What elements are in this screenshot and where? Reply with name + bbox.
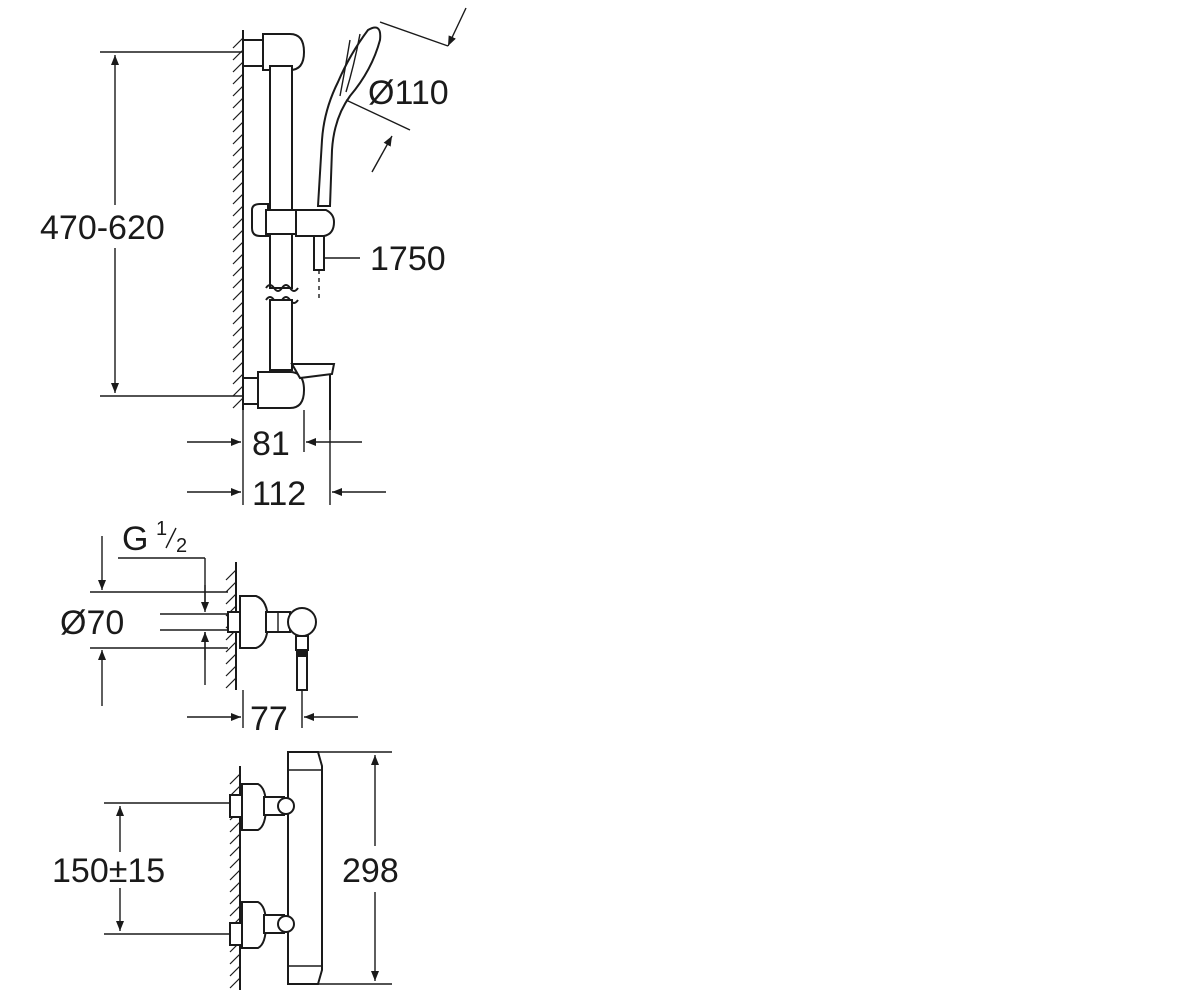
- lower-rail-bracket: [242, 363, 336, 430]
- wall-hatch-line: [229, 977, 241, 989]
- wall-hatch-line: [225, 653, 237, 665]
- wall-hatch-line: [229, 893, 241, 905]
- wall-hatch-line: [232, 133, 244, 145]
- hose-length-label: 1750: [370, 240, 446, 278]
- wall-hatch-line: [225, 581, 237, 593]
- wall-hatch-line: [232, 97, 244, 109]
- depth-81-dimension: 81: [187, 410, 362, 505]
- wall-hatch-line: [229, 869, 241, 881]
- mixer-side-body: [227, 595, 317, 691]
- wall-hatch-line: [229, 821, 241, 833]
- hand-shower: [316, 26, 382, 207]
- mixer-depth-label: 77: [250, 700, 288, 738]
- mixer-depth-dimension: 77: [187, 690, 358, 738]
- thread-label-num: 1: [156, 518, 167, 540]
- wall-hatch-line: [229, 965, 241, 977]
- wall-hatch-line: [229, 857, 241, 869]
- wall-hatch-line: [232, 73, 244, 85]
- hose-length-dimension: 1750: [324, 240, 446, 278]
- wall-hatch-line: [225, 641, 237, 653]
- wall-hatch-line: [232, 373, 244, 385]
- wall-hatch-line: [232, 385, 244, 397]
- wall-hatch-line: [225, 569, 237, 581]
- inlet-spacing-dimension: 150±15: [52, 802, 230, 935]
- depth-112-dimension: 112: [187, 430, 386, 513]
- upper-inlet-connector: [229, 783, 295, 831]
- wall-hatch-line: [232, 289, 244, 301]
- escutcheon-diameter-dimension: Ø70: [60, 536, 228, 706]
- wall-hatch-line: [225, 593, 237, 605]
- mixer-height-dimension: 298: [318, 751, 399, 985]
- wall-hatch-rail: [232, 37, 244, 409]
- wall-hatch-line: [232, 61, 244, 73]
- wall-hatch-line: [232, 121, 244, 133]
- upper-rail-bracket: [242, 33, 306, 71]
- shower-rail-view: 470-620 Ø110 1750 81 112: [40, 7, 467, 513]
- wall-hatch-line: [232, 157, 244, 169]
- wall-hatch-line: [232, 397, 244, 409]
- wall-hatch-line: [232, 277, 244, 289]
- wall-hatch-line: [229, 845, 241, 857]
- wall-hatch-line: [232, 181, 244, 193]
- wall-hatch-line: [232, 85, 244, 97]
- wall-hatch-line: [232, 241, 244, 253]
- wall-hatch-line: [232, 313, 244, 325]
- wall-hatch-line: [229, 953, 241, 965]
- wall-hatch-top: [232, 30, 244, 410]
- mixer-bar-body: [287, 751, 323, 985]
- wall-hatch-line: [229, 905, 241, 917]
- inlet-spacing-label: 150±15: [52, 852, 165, 890]
- rail-height-dimension: 470-620: [40, 51, 243, 397]
- wall-hatch-line: [232, 301, 244, 313]
- wall-hatch-line: [232, 361, 244, 373]
- wall-hatch-line: [225, 677, 237, 689]
- handshower-diameter-label: Ø110: [368, 74, 449, 112]
- mixer-side-view: G 1 2 Ø70 77: [60, 518, 358, 738]
- wall-hatch-line: [232, 145, 244, 157]
- wall-hatch-line: [232, 37, 244, 49]
- thread-label-den: 2: [176, 535, 187, 557]
- depth-81-label: 81: [252, 425, 290, 463]
- thread-dimension: G 1 2: [118, 518, 228, 685]
- wall-hatch-line: [232, 109, 244, 121]
- wall-hatch-line: [232, 193, 244, 205]
- depth-112-label: 112: [252, 475, 306, 513]
- wall-hatch-line: [232, 337, 244, 349]
- wall-hatch-line: [232, 265, 244, 277]
- mixer-inlet-view: 150±15 298: [52, 751, 399, 990]
- handshower-diameter-dimension: Ø110: [345, 7, 467, 173]
- wall-hatch-line: [232, 349, 244, 361]
- hose-connector: [313, 235, 325, 300]
- wall-hatch-line: [232, 229, 244, 241]
- wall-hatch-line: [225, 665, 237, 677]
- wall-hatch-line: [229, 881, 241, 893]
- wall-hatch-line: [232, 325, 244, 337]
- wall-hatch-line: [229, 773, 241, 785]
- escutcheon-diameter-label: Ø70: [60, 604, 124, 642]
- lower-inlet-connector: [229, 901, 295, 949]
- wall-hatch-line: [232, 205, 244, 217]
- wall-hatch-line: [232, 217, 244, 229]
- slider-holder: [251, 203, 336, 237]
- mixer-height-label: 298: [342, 852, 399, 890]
- wall-hatch-line: [232, 253, 244, 265]
- wall-hatch-line: [232, 169, 244, 181]
- thread-label-main: G: [122, 520, 148, 558]
- rail-height-label: 470-620: [40, 209, 165, 247]
- wall-hatch-line: [229, 833, 241, 845]
